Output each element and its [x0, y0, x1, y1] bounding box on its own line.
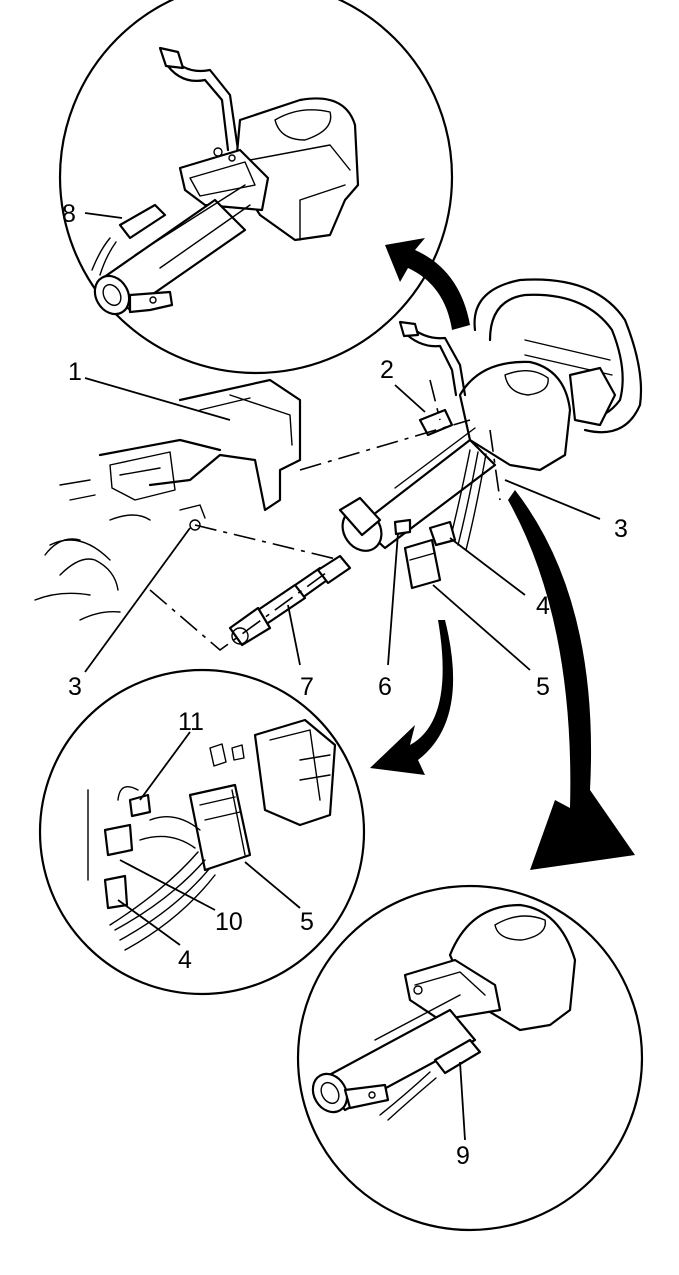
callout-1: 1: [68, 358, 82, 386]
callout-9: 9: [456, 1142, 470, 1170]
callout-10: 10: [215, 908, 243, 936]
detail-circle-middle: [38, 668, 366, 996]
callout-8: 8: [62, 200, 76, 228]
arrow-to-middle-detail: [370, 620, 454, 775]
callout-4-detail: 4: [178, 946, 192, 974]
main-assembly: [34, 278, 643, 673]
callout-4: 4: [536, 592, 550, 620]
arrow-to-top-detail: [385, 238, 470, 330]
callout-11: 11: [178, 708, 204, 736]
callout-7: 7: [300, 673, 314, 701]
callout-2: 2: [380, 356, 394, 384]
arrow-to-bottom-detail: [508, 490, 635, 870]
detail-circle-bottom: [296, 884, 644, 1232]
callout-3-left: 3: [68, 673, 82, 701]
callout-3-right: 3: [614, 515, 628, 543]
callout-5: 5: [536, 673, 550, 701]
callout-labels: 8 1 2 3 4 5 6 7 3 11 10 5 4 9: [62, 200, 628, 1170]
callout-5-detail: 5: [300, 908, 314, 936]
callout-6: 6: [378, 673, 392, 701]
detail-circle-top: [58, 0, 454, 375]
